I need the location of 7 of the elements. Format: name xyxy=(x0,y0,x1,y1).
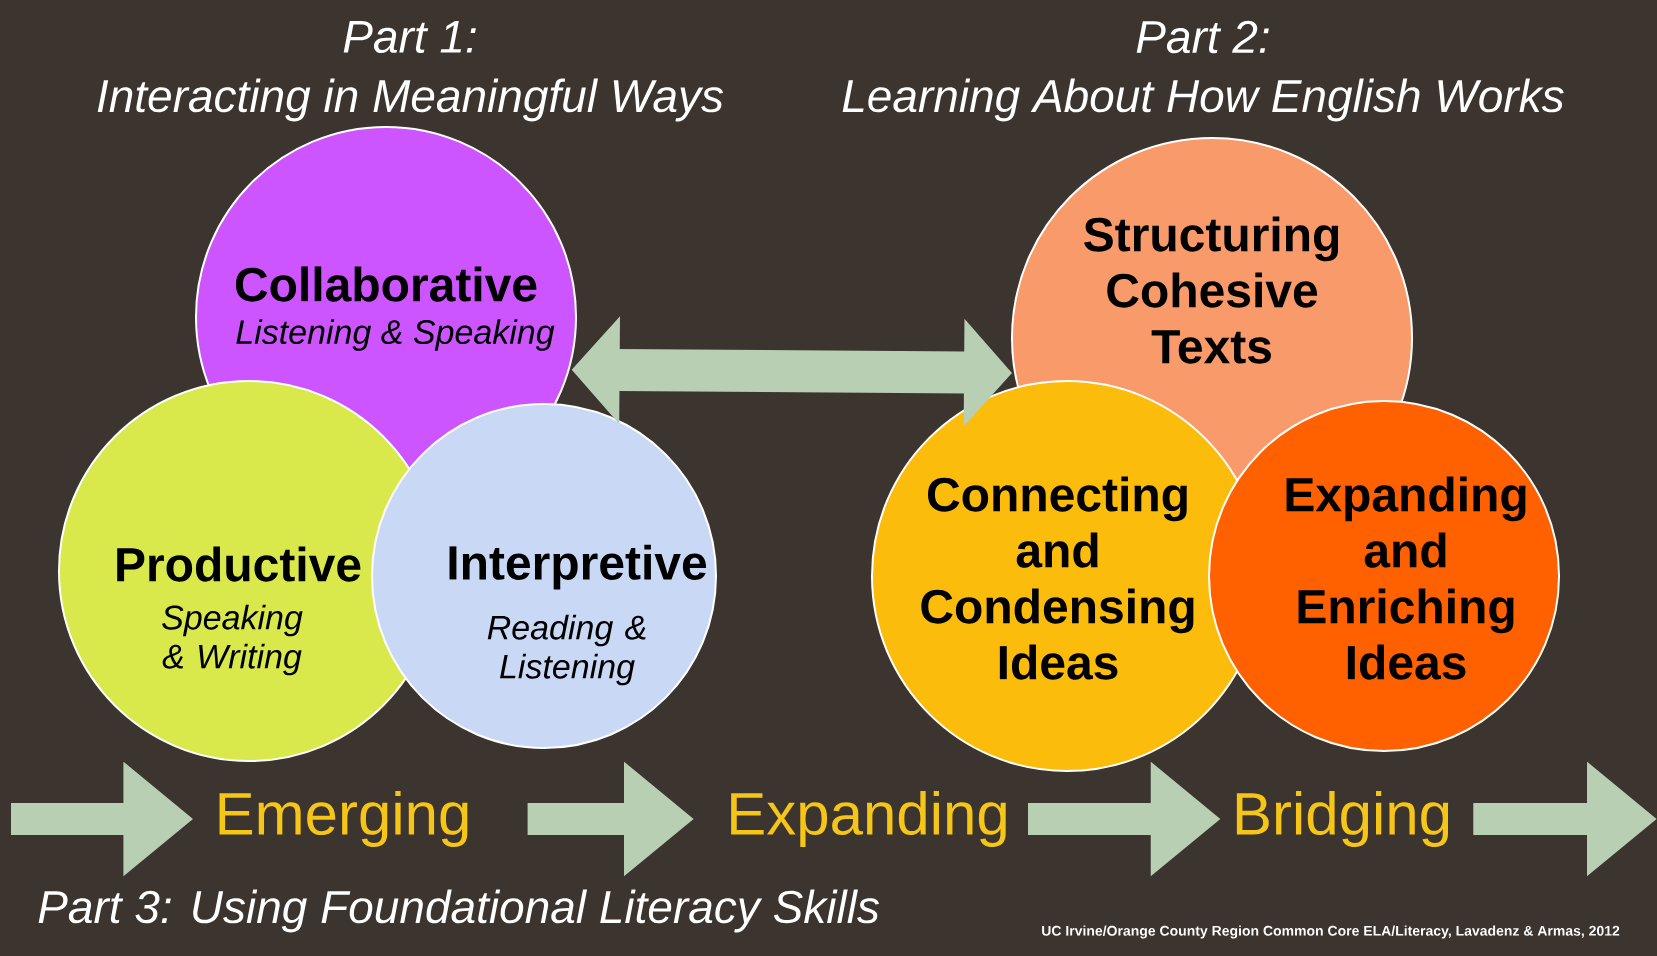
stage-label: Expanding xyxy=(731,791,1006,847)
part-heading: Part 3: Using Foundational Literacy Skills xyxy=(38,889,879,933)
part-heading: Part 2: xyxy=(1136,20,1269,54)
source-note: UC Irvine/Orange County Region Common Core ELA/Literacy, Lavadenz & Armas, 2012 xyxy=(1042,925,1620,939)
stage-label: Emerging xyxy=(219,791,468,847)
part-heading: Part 1: xyxy=(343,20,476,54)
stage-label: Bridging xyxy=(1236,791,1449,847)
